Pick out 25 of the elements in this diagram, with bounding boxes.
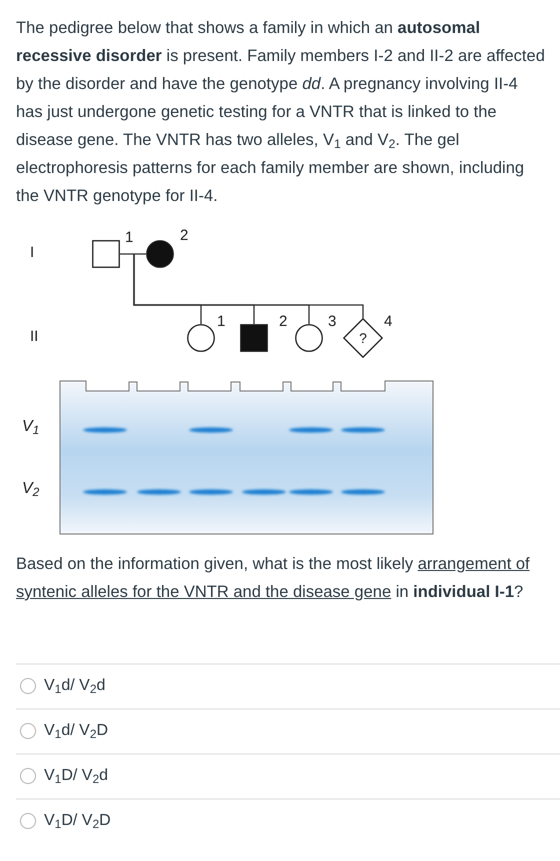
male-square: [92, 240, 120, 268]
male-square: [240, 324, 268, 352]
individual-number: 2: [180, 228, 188, 243]
generation-label: I: [30, 245, 34, 260]
unknown-mark: ?: [359, 331, 367, 345]
individual-number: 4: [384, 314, 392, 329]
pedigree-line: [133, 254, 364, 318]
individual-number: 1: [125, 230, 134, 245]
individual-number: 3: [328, 314, 336, 329]
female-circle: [295, 324, 323, 352]
answer-option: V$_{1}$D/ V$_{2}$D: [44, 811, 111, 831]
answer-option: V$_{1}$d/ V$_{2}$D: [44, 721, 108, 741]
female-circle: [187, 324, 215, 352]
pedigree-line: [120, 253, 146, 255]
answer-option: V$_{1}$d/ V$_{2}$d: [44, 676, 106, 696]
allele-label: V$_{2}$: [22, 481, 40, 497]
female-circle: [146, 240, 174, 268]
unknown-sex-diamond: [343, 318, 383, 358]
question-text: Based on the information given, what is the most likely arrangement of syntenic alleles for the VNTR and the disease gene in individual I-1?: [16, 554, 531, 603]
individual-number: 2: [279, 314, 288, 329]
intro-paragraph: The pedigree below that shows a family in which an autosomal recessive disorder is present. Family members I-2 and II-2 are affected by the disorder and have the genotype dd. A pregnancy involving II-4 has just undergone genetic testing for a VNTR that is linked to the disease gene. The VNTR has two alleles, V$_{1}$ and V$_{2}$. The gel electrophoresis patterns for each family member are shown, including the VNTR genotype for II-4.: [16, 18, 546, 207]
allele-label: V$_{1}$: [22, 419, 40, 435]
individual-number: 1: [217, 314, 226, 329]
generation-label: II: [30, 329, 38, 344]
answer-option: V$_{1}$D/ V$_{2}$d: [44, 766, 108, 786]
